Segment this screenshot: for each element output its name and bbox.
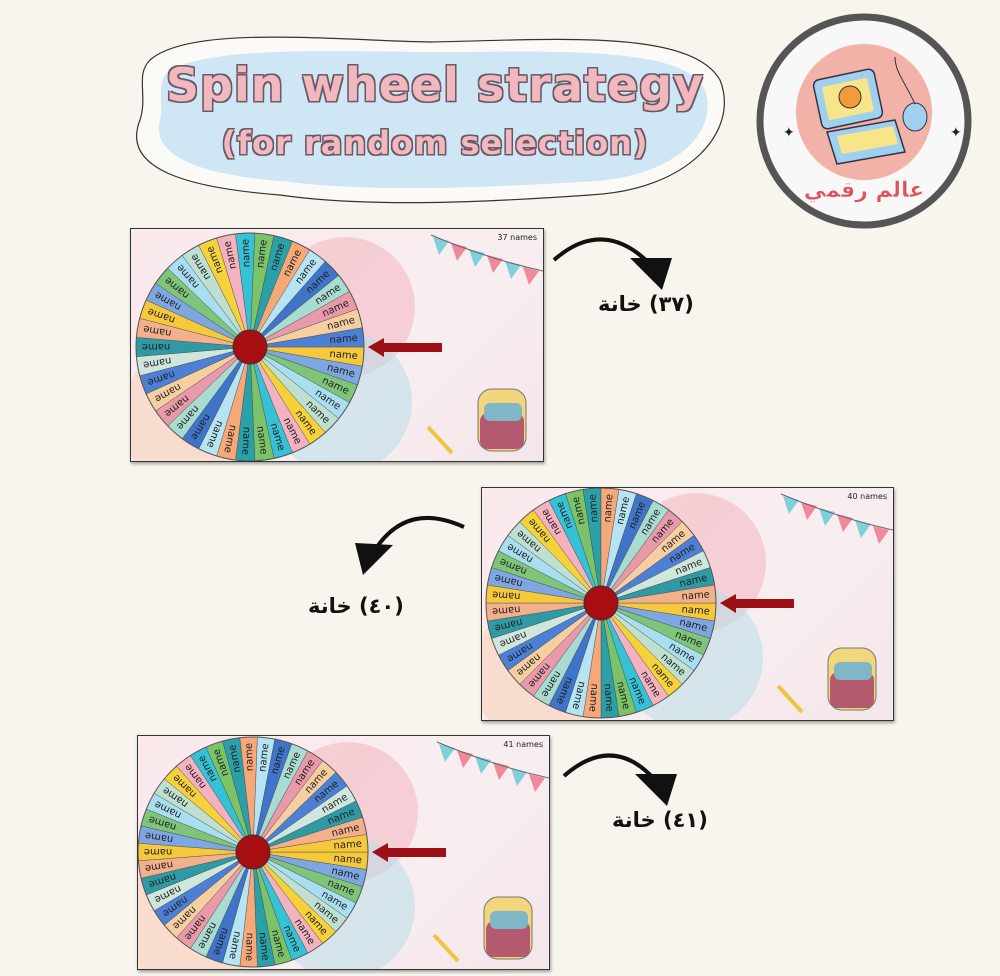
slice-label: name: [587, 494, 600, 523]
bunting-flag: [783, 496, 799, 514]
names-count: 40 names: [847, 492, 887, 501]
bunting-flag: [855, 520, 871, 538]
slice-label: name: [254, 426, 269, 456]
slice-label: name: [586, 683, 599, 712]
slice-label: name: [227, 744, 243, 774]
bunting-flag: [505, 261, 521, 279]
bunting-flag: [475, 756, 491, 774]
slot-count-caption: (٤٠) خانة: [308, 594, 404, 618]
slice-label: name: [244, 743, 256, 772]
title-main: Spin wheel strategy: [165, 58, 705, 112]
wheel-center: [235, 834, 271, 870]
wheel-center: [232, 329, 268, 365]
wheel-slices: namenamenamenamenamenamenamenamenamename…: [485, 488, 717, 719]
names-count: 41 names: [503, 740, 543, 749]
slice-label: name: [144, 858, 174, 873]
slice-label: name: [333, 839, 362, 852]
pointer-arrow-icon: [372, 843, 446, 862]
title-subtitle: (for random selection): [221, 124, 649, 162]
bunting-flag: [433, 237, 449, 255]
pencil-icon: [426, 425, 454, 455]
slice-label: name: [329, 349, 358, 362]
bunting-flag: [873, 526, 889, 544]
backpack-icon: [827, 647, 877, 711]
bunting-flag: [487, 255, 503, 273]
slice-label: name: [681, 589, 710, 602]
pencil-icon: [432, 933, 460, 963]
bunting-flag: [493, 762, 509, 780]
slice-label: name: [144, 829, 174, 844]
slot-count-caption: (٤١) خانة: [612, 808, 708, 832]
slice-label: name: [601, 683, 614, 712]
slice-label: name: [333, 853, 362, 866]
bunting-flag: [523, 267, 539, 285]
slice-label: name: [239, 426, 251, 455]
slice-label: name: [492, 603, 521, 616]
slice-label: name: [142, 341, 170, 352]
bunting-flag: [837, 514, 853, 532]
slice-label: name: [226, 930, 242, 960]
bunting-flag: [819, 508, 835, 526]
curved-arrow-icon: [355, 515, 465, 575]
spin-wheel[interactable]: namenamenamenamenamenamenamenamenamename…: [482, 488, 893, 720]
bunting-flag: [439, 744, 455, 762]
pointer-arrow-icon: [368, 338, 442, 357]
wheel-center: [583, 585, 619, 621]
wheel-slices: namenamenamenamenamenamenamenamenamename…: [135, 232, 365, 461]
slice-label: name: [257, 743, 271, 772]
bunting-flag: [511, 768, 527, 786]
slice-label: name: [243, 933, 255, 962]
slice-label: name: [143, 323, 173, 339]
svg-text:✦: ✦: [950, 125, 962, 141]
bunting-flag: [529, 774, 545, 792]
slice-label: name: [240, 239, 252, 268]
curved-arrow-icon: [552, 237, 672, 290]
title-cloud: [136, 36, 725, 204]
spin-wheel[interactable]: namenamenamenamenamenamenamenamenamename…: [138, 736, 549, 969]
logo: ✦ ✦ عالم رقمي: [756, 13, 972, 229]
slice-label: name: [602, 494, 615, 523]
slice-label: name: [492, 588, 521, 601]
backpack-icon: [477, 388, 527, 452]
bunting-flag: [469, 249, 485, 267]
svg-text:✦: ✦: [783, 125, 795, 141]
slice-label: name: [144, 846, 172, 857]
curved-arrow-icon: [562, 753, 677, 806]
slice-label: name: [256, 932, 270, 961]
spin-wheel[interactable]: namenamenamenamenamenamenamenamenamename…: [131, 229, 543, 461]
slice-label: name: [329, 333, 358, 346]
slot-count-caption: (٣٧) خانة: [598, 292, 694, 316]
slice-label: name: [681, 604, 710, 617]
pencil-icon: [776, 684, 804, 714]
pointer-arrow-icon: [720, 594, 794, 613]
backpack-icon: [483, 896, 533, 960]
slice-label: name: [255, 239, 270, 269]
names-count: 37 names: [497, 233, 537, 242]
slice-label: name: [142, 355, 172, 371]
svg-text:عالم رقمي: عالم رقمي: [804, 178, 925, 203]
